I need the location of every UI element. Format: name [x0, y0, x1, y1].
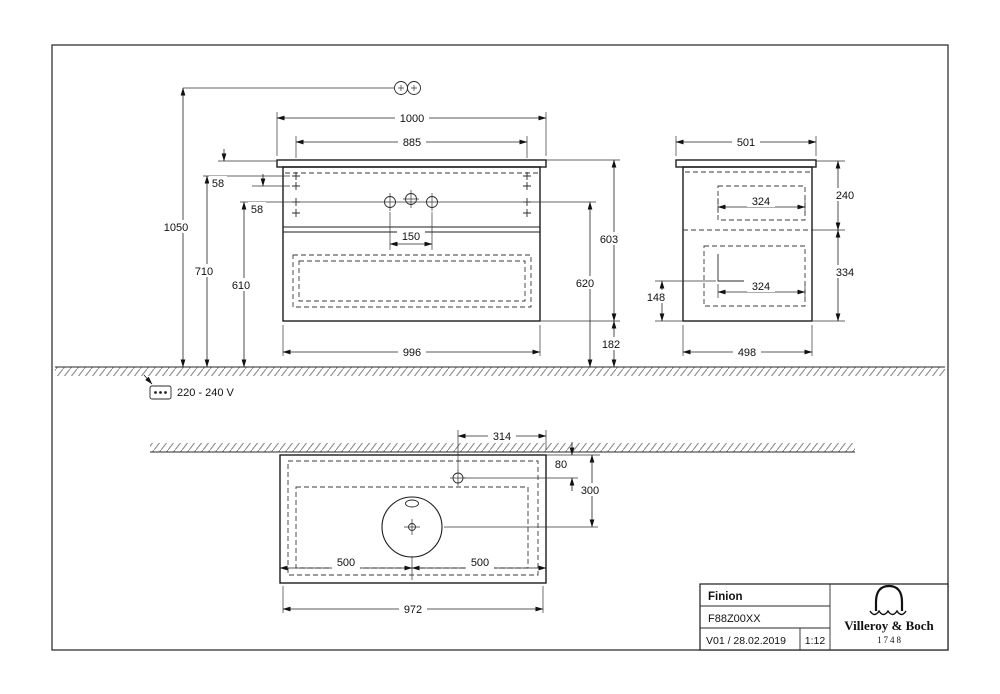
voltage-label: 220 - 240 V: [177, 387, 235, 399]
dim-label-300: 300: [581, 485, 599, 497]
dim-tap-to-floor: 620: [571, 201, 599, 368]
dim-label-603: 603: [600, 234, 618, 246]
brand-logo-scallop-icon: [869, 609, 907, 616]
drawing-scale: 1:12: [805, 635, 826, 647]
dim-fixing-offset-top: 58: [209, 149, 277, 190]
dim-tap-to-edge: 314: [457, 429, 547, 471]
mount-point-right-icon: [407, 81, 421, 95]
dim-label-501: 501: [737, 137, 755, 149]
dim-center-right: 500: [411, 556, 547, 571]
dim-label-334: 334: [836, 267, 854, 279]
dim-height-lower-fixing: 610: [227, 201, 255, 368]
plan-cabinet-hidden: [287, 460, 539, 576]
dim-label-240: 240: [836, 190, 854, 202]
front-elevation-view: 1000 885 1050 710 610: [159, 87, 625, 368]
dim-label-324-upper: 324: [752, 196, 770, 208]
brand-logo: Villeroy & Boch 1748: [844, 584, 935, 645]
dim-label-972: 972: [404, 604, 422, 616]
tap-holes: [240, 190, 596, 211]
dim-label-182: 182: [602, 339, 620, 351]
dim-label-500-left: 500: [337, 557, 355, 569]
power-connection: 220 - 240 V: [143, 374, 235, 400]
dim-unit-height: 603: [540, 159, 623, 322]
floor-line: [55, 366, 945, 376]
dim-label-885: 885: [403, 137, 421, 149]
basin: [381, 496, 443, 558]
title-block: Finion F88Z00XX V01 / 28.02.2019 1:12 Vi…: [699, 583, 949, 651]
dim-label-150: 150: [402, 231, 420, 243]
side-countertop: [675, 159, 817, 168]
dim-label-498: 498: [738, 347, 756, 359]
front-countertop: [276, 159, 547, 168]
version-date: V01 / 28.02.2019: [706, 635, 786, 647]
overflow-icon: [405, 499, 419, 508]
power-socket-icon: [149, 385, 172, 400]
dim-label-1000: 1000: [400, 113, 424, 125]
wall-mounting-symbol: [183, 81, 421, 95]
dim-label-58-top: 58: [212, 178, 224, 190]
dim-width-bottom: 996: [282, 325, 541, 359]
dim-width-top: 1000: [276, 111, 547, 156]
side-cabinet-body: [682, 166, 813, 322]
dim-label-610: 610: [232, 280, 250, 292]
fixing-screw-marks: [292, 172, 531, 217]
dim-label-58-mid: 58: [251, 204, 263, 216]
brand-logo-icon: [874, 584, 904, 611]
dim-tap-offset: 80: [464, 442, 600, 491]
dim-label-500-right: 500: [471, 557, 489, 569]
dim-height-upper-fixing: 710: [190, 175, 290, 368]
dim-internal-depth-lower: 324: [717, 279, 806, 298]
article-number: F88Z00XX: [708, 613, 761, 625]
plan-tap-hole: [450, 470, 466, 486]
plan-view: 314 80 300 500 500: [150, 429, 855, 616]
dim-height-lower: 334: [812, 229, 859, 322]
side-siphon-recess: [717, 254, 744, 282]
wall-hatch: [150, 443, 855, 452]
product-name: Finion: [708, 591, 743, 603]
dim-recess-height: 148: [642, 280, 716, 322]
floor-hatch: [55, 367, 945, 376]
dim-label-710: 710: [195, 266, 213, 278]
page-border: [51, 44, 949, 651]
front-drawer-hidden-outline: [292, 254, 532, 308]
dim-label-620: 620: [576, 278, 594, 290]
dim-internal-depth-upper: 324: [717, 194, 806, 213]
dim-depth-top: 501: [675, 135, 817, 156]
dim-label-314: 314: [493, 431, 511, 443]
title-block-frame: [699, 583, 949, 651]
front-cabinet-body: [282, 166, 541, 322]
dim-center-left: 500: [279, 556, 413, 571]
dim-depth-bottom: 498: [682, 325, 813, 359]
side-elevation-view: 501 324 324 240: [642, 135, 859, 359]
dim-label-996: 996: [403, 347, 421, 359]
dim-tap-spacing: 150: [389, 212, 433, 250]
dim-width-inner: 885: [295, 135, 528, 158]
dim-height-total: 1050: [159, 87, 193, 368]
dim-label-80: 80: [555, 459, 567, 471]
power-arrow-icon: [143, 374, 153, 385]
dim-label-148: 148: [647, 292, 665, 304]
dim-plan-width-bottom: 972: [282, 586, 544, 616]
plan-countertop: [279, 454, 547, 584]
dim-height-upper: 240: [812, 160, 859, 231]
front-drawer-hidden-inner: [298, 260, 526, 302]
brand-year: 1748: [877, 635, 903, 645]
dim-label-324-lower: 324: [752, 281, 770, 293]
side-lower-drawer-hidden: [703, 245, 806, 307]
dim-clearance-bottom: 182: [597, 320, 625, 368]
dim-basin-center-depth: 300: [444, 454, 604, 528]
dim-fixing-offset-mid: 58: [248, 174, 290, 216]
brand-name: Villeroy & Boch: [844, 618, 934, 633]
dim-label-1050: 1050: [164, 222, 188, 234]
